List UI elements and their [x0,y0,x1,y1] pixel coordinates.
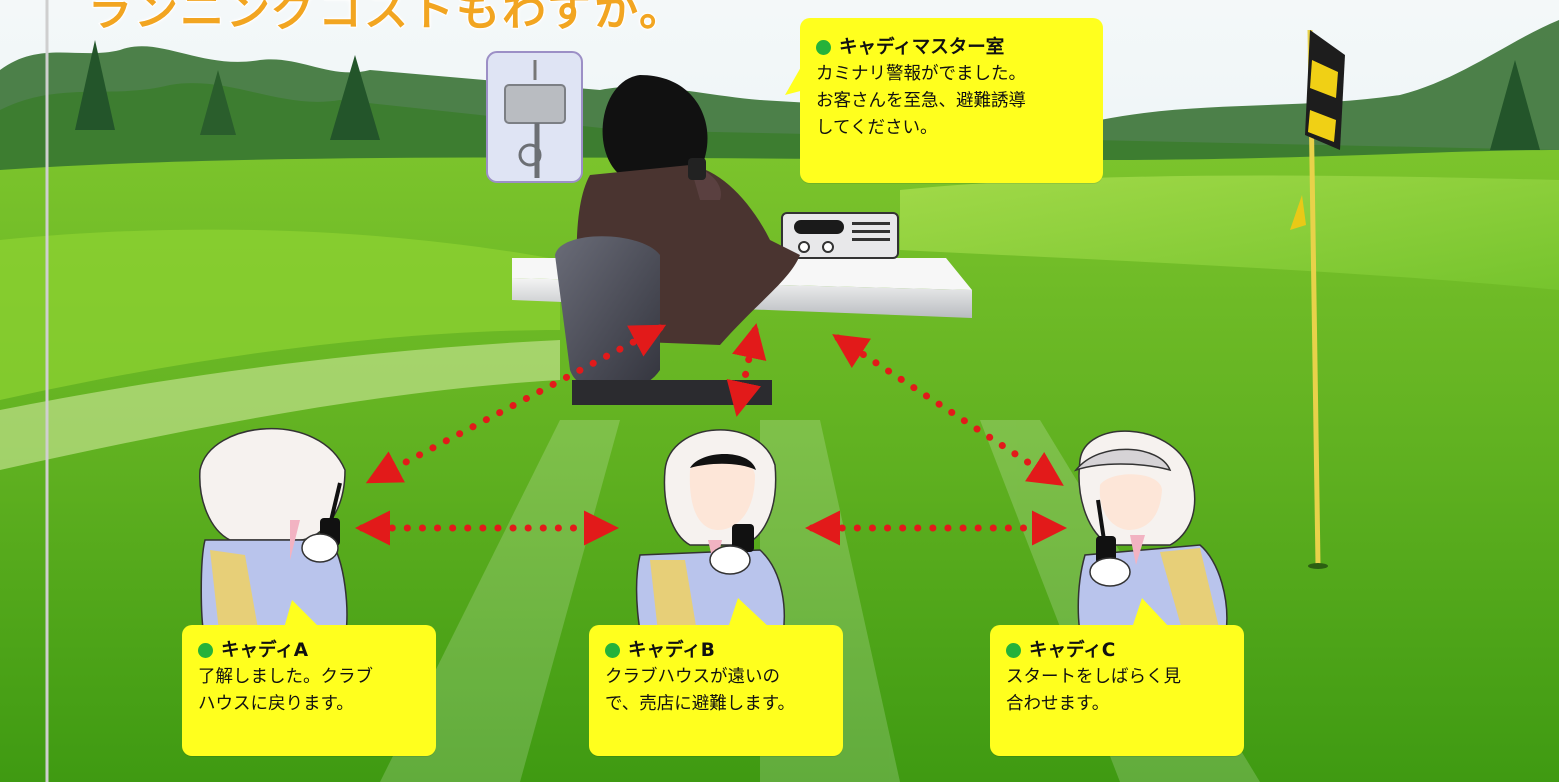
message-line: クラブハウスが遠いの [605,667,780,687]
speech-bubble-master-room: キャディマスター室 カミナリ警報がでました。 お客さんを至急、避難誘導 してくだ… [800,18,1103,183]
speaker-label: キャディA [198,637,420,664]
message-line: 了解しました。クラブ [198,667,373,687]
bubble-tail-b [728,598,770,628]
message-line: お客さんを至急、避難誘導 [816,91,1026,111]
green-fairway [900,175,1559,290]
arrow-master-to-c [832,334,1064,486]
arrow-master-to-b [726,323,767,417]
antenna-unit-icon [486,51,583,183]
speech-bubble-caddie-b: キャディB クラブハウスが遠いの で、売店に避難します。 [589,625,843,756]
speaker-label: キャディB [605,637,827,664]
message-line: してください。 [816,118,938,138]
speaker-name: キャディC [1029,640,1116,661]
speaker-name: キャディA [221,640,309,661]
speaker-label: キャディC [1006,637,1228,664]
message-line: ハウスに戻ります。 [198,694,354,714]
speaker-name: キャディB [628,640,715,661]
green-dot-icon [605,643,620,658]
base-station-radio-icon [781,212,899,259]
green-dot-icon [816,40,831,55]
arrow-master-to-a [365,324,667,484]
caddie-a-figure [199,428,348,641]
green-dot-icon [1006,643,1021,658]
message-line: 合わせます。 [1006,694,1110,714]
message-line: スタートをしばらく見 [1006,667,1181,687]
speaker-label: キャディマスター室 [816,34,1087,61]
message-line: カミナリ警報がでました。 [816,64,1026,84]
golf-flag-icon [1290,29,1345,569]
speech-bubble-caddie-c: キャディC スタートをしばらく見 合わせます。 [990,625,1244,756]
message-line: で、売店に避難します。 [605,694,796,714]
fairway-left [0,229,560,400]
caddie-c-figure [1073,430,1228,641]
bubble-tail-c [1132,598,1170,628]
speech-bubble-caddie-a: キャディA 了解しました。クラブ ハウスに戻ります。 [182,625,436,756]
speaker-name: キャディマスター室 [839,37,1005,58]
bubble-tail-a [284,600,320,628]
green-dot-icon [198,643,213,658]
communication-arrows [355,323,1067,546]
headline: ランニングコストもわずか。 [87,0,686,37]
